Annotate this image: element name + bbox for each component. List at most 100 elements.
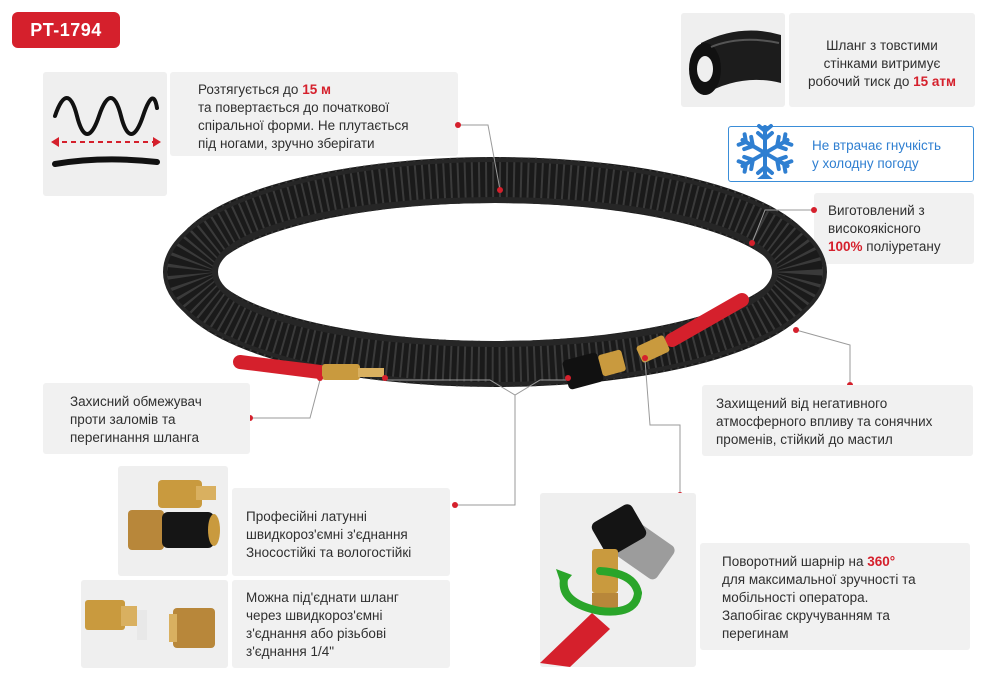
- text-run: перегинання шланга: [70, 430, 199, 445]
- snowflake-icon: [736, 124, 794, 179]
- text-run: променів, стійкий до мастил: [716, 432, 893, 447]
- callout-line: Виготовлений з: [828, 202, 974, 220]
- text-run: та повертається до початкової: [198, 100, 389, 115]
- text-run: з'єднання або різьбові: [246, 626, 386, 641]
- text-run: Захисний обмежувач: [70, 394, 202, 409]
- text-segment: робочий тиск до: [808, 74, 914, 89]
- callout-swivel: Поворотний шарнір на 360° для максимальн…: [700, 543, 970, 650]
- callout-line: променів, стійкий до мастил: [716, 431, 973, 449]
- text-segment: спіральної форми. Не плутається: [198, 118, 409, 133]
- text-run: перегинам: [722, 626, 789, 641]
- callout-stretch: Розтягується до 15 м та повертається до …: [170, 72, 458, 156]
- text-segment: Запобігає скручуванням та: [722, 608, 890, 623]
- text-run: у холодну погоду: [812, 156, 919, 171]
- callout-line: проти заломів та: [70, 411, 250, 429]
- text-segment: Поворотний шарнір на: [722, 554, 868, 569]
- text-run: робочий тиск до 15 атм: [808, 74, 956, 89]
- callout-line: та повертається до початкової: [198, 99, 458, 117]
- thread-fittings-photo: [81, 580, 228, 668]
- text-run: швидкороз'ємні з'єднання: [246, 527, 408, 542]
- text-run: атмосферного впливу та сонячних: [716, 414, 932, 429]
- callout-line: 100% поліуретану: [828, 238, 974, 256]
- text-run: Шланг з товстими: [826, 38, 938, 53]
- brass-coupler-icon: [128, 480, 220, 550]
- callout-line: швидкороз'ємні з'єднання: [246, 526, 450, 544]
- text-run: для максимальної зручності та: [722, 572, 916, 587]
- text-segment: для максимальної зручності та: [722, 572, 916, 587]
- callout-line: Поворотний шарнір на 360°: [722, 553, 970, 571]
- text-run: через швидкороз'ємні: [246, 608, 382, 623]
- text-run: Захищений від негативного: [716, 396, 887, 411]
- callout-line: Можна під'єднати шланг: [246, 589, 450, 607]
- text-segment: у холодну погоду: [812, 156, 919, 171]
- text-run: з'єднання 1/4": [246, 644, 334, 659]
- callout-line: перегинам: [722, 625, 970, 643]
- text-segment: перегинам: [722, 626, 789, 641]
- callout-line: через швидкороз'ємні: [246, 607, 450, 625]
- hose-cross-section-icon: [689, 30, 781, 95]
- callout-bend-protection: Захисний обмежувач проти заломів та пере…: [43, 383, 250, 454]
- text-segment: під ногами, зручно зберігати: [198, 136, 375, 151]
- hose-cross-section-image: [681, 13, 785, 107]
- spiral-stretch-illustration: [43, 72, 167, 196]
- callout-line: під ногами, зручно зберігати: [198, 135, 458, 153]
- text-segment: Захисний обмежувач: [70, 394, 202, 409]
- text-segment: високоякісного: [828, 221, 921, 236]
- text-segment: з'єднання або різьбові: [246, 626, 387, 641]
- callout-line: спіральної форми. Не плутається: [198, 117, 458, 135]
- text-segment: Розтягується до: [198, 82, 303, 97]
- text-segment: мобільності оператора.: [722, 590, 869, 605]
- text-segment: швидкороз'ємні з'єднання: [246, 527, 408, 542]
- rotation-arrow-icon: [540, 504, 675, 667]
- text-run: Зносостійкі та вологостійкі: [246, 545, 411, 560]
- product-code: PT-1794: [30, 19, 102, 40]
- text-segment: перегинання шланга: [70, 430, 200, 445]
- callout-line: стінками витримує: [789, 55, 975, 73]
- highlight-text: 100%: [828, 239, 863, 254]
- callout-line: Запобігає скручуванням та: [722, 607, 970, 625]
- text-segment: з'єднання 1/4": [246, 644, 335, 659]
- text-run: Можна під'єднати шланг: [246, 590, 399, 605]
- callout-pressure: Шланг з товстими стінками витримує робоч…: [789, 13, 975, 107]
- text-segment: Зносостійкі та вологостійкі: [246, 545, 412, 560]
- callout-line: Не втрачає гнучкість: [812, 137, 941, 155]
- text-segment: променів, стійкий до мастил: [716, 432, 893, 447]
- highlight-text: 15 атм: [913, 74, 956, 89]
- highlight-text: 360°: [867, 554, 896, 569]
- callout-line: для максимальної зручності та: [722, 571, 970, 589]
- text-run: Поворотний шарнір на 360°: [722, 554, 895, 569]
- callout-line: робочий тиск до 15 атм: [789, 73, 975, 91]
- thread-fitting-icon: [85, 600, 215, 648]
- spiral-stretch-icon: [51, 96, 161, 167]
- text-segment: Виготовлений з: [828, 203, 925, 218]
- text-segment: через швидкороз'ємні: [246, 608, 383, 623]
- callout-frost: Не втрачає гнучкість у холодну погоду: [728, 124, 974, 182]
- product-code-badge: PT-1794: [12, 12, 120, 48]
- text-run: 100% поліуретану: [828, 239, 941, 254]
- text-run: під ногами, зручно зберігати: [198, 136, 375, 151]
- callout-weather: Захищений від негативного атмосферного в…: [702, 385, 973, 456]
- text-segment: стінками витримує: [823, 56, 941, 71]
- callout-line: Шланг з товстими: [789, 37, 975, 55]
- text-segment: Захищений від негативного: [716, 396, 888, 411]
- brass-couplers-photo: [118, 466, 228, 576]
- callout-line: Зносостійкі та вологостійкі: [246, 544, 450, 562]
- text-segment: Не втрачає гнучкість: [812, 138, 942, 153]
- text-run: Розтягується до 15 м: [198, 82, 331, 97]
- text-segment: Шланг з товстими: [826, 38, 938, 53]
- callout-line: Захищений від негативного: [716, 395, 973, 413]
- text-run: спіральної форми. Не плутається: [198, 118, 409, 133]
- swivel-joint-photo: [540, 493, 696, 667]
- text-segment: та повертається до початкової: [198, 100, 390, 115]
- frost-text: Не втрачає гнучкість у холодну погоду: [812, 137, 941, 173]
- callout-line: Професійні латунні: [246, 508, 450, 526]
- text-segment: Професійні латунні: [246, 509, 367, 524]
- text-run: стінками витримує: [824, 56, 941, 71]
- text-segment: Можна під'єднати шланг: [246, 590, 399, 605]
- text-segment: поліуретану: [862, 239, 941, 254]
- text-run: високоякісного: [828, 221, 921, 236]
- callout-material: Виготовлений з високоякісного 100% поліу…: [814, 193, 974, 264]
- callout-line: перегинання шланга: [70, 429, 250, 447]
- callout-line: атмосферного впливу та сонячних: [716, 413, 973, 431]
- text-run: Професійні латунні: [246, 509, 367, 524]
